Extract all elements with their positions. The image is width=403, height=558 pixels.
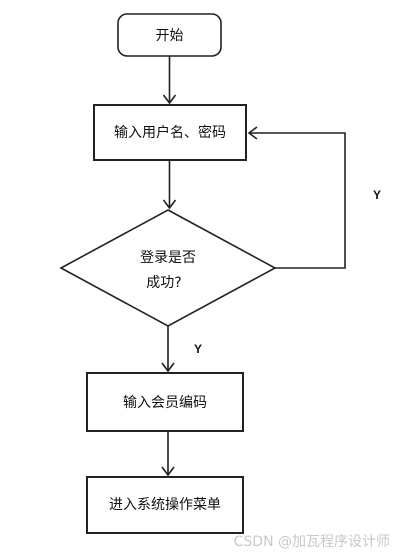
start-label: 开始 — [156, 28, 184, 44]
input-member-code-node — [86, 372, 244, 432]
enter-menu-node — [86, 476, 244, 534]
input-credentials-node — [93, 104, 247, 161]
decision-label-line1: 登录是否 — [140, 250, 196, 266]
down-y-label: Y — [194, 342, 202, 356]
input-credentials-label: 输入用户名、密码 — [114, 124, 226, 141]
watermark: CSDN @加瓦程序设计师 — [234, 534, 390, 550]
enter-menu-label: 进入系统操作菜单 — [109, 497, 221, 513]
input-member-code-label: 输入会员编码 — [123, 395, 207, 411]
arrow-loop-back — [247, 126, 346, 269]
loop-y-label: Y — [373, 188, 381, 202]
login-decision-node — [59, 209, 277, 327]
decision-label-line2: 成功? — [146, 275, 181, 291]
